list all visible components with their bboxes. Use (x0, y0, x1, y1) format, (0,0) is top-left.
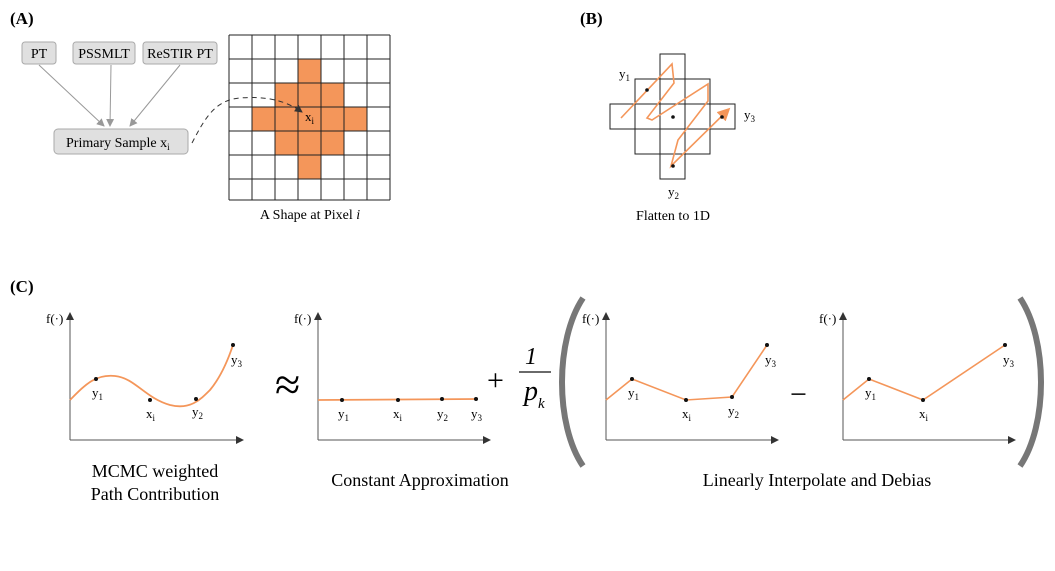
svg-text:y1: y1 (865, 385, 876, 402)
f-label-4: f(·) (819, 311, 836, 326)
minus-symbol: − (790, 378, 807, 411)
source-label-restir: ReSTIR PT (147, 47, 213, 62)
plot-interp-partial: f(·) y1 xi y3 (819, 311, 1016, 444)
panel-a-label: (A) (10, 9, 34, 28)
svg-text:y3: y3 (1003, 352, 1015, 369)
flatten-path (620, 62, 731, 169)
svg-text:y3: y3 (471, 406, 483, 423)
svg-text:xi: xi (919, 406, 929, 423)
source-label-pssmlt: PSSMLT (78, 47, 130, 62)
curve-mcmc (69, 344, 234, 408)
svg-text:y1: y1 (338, 406, 349, 423)
source-box-pssmlt: PSSMLT (72, 41, 136, 65)
source-box-restir: ReSTIR PT (142, 41, 218, 65)
caption-constant: Constant Approximation (331, 470, 509, 490)
svg-text:y1: y1 (628, 385, 639, 402)
left-paren (559, 296, 586, 468)
panel-b-label: (B) (580, 9, 603, 28)
svg-text:y2: y2 (437, 406, 448, 423)
flatten-label-y1: y1 (619, 66, 630, 83)
approx-symbol: ≈ (275, 359, 300, 410)
f-label-2: f(·) (294, 311, 311, 326)
plot-interp-full: f(·) y1 xi y2 y3 (582, 311, 779, 444)
flatten-grid (609, 53, 736, 180)
curve-interp-partial (842, 344, 1006, 401)
plot-mcmc: f(·) y1 xi y2 y3 (46, 311, 244, 444)
svg-text:xi: xi (682, 406, 692, 423)
arrow-pssmlt (106, 64, 115, 127)
f-label-3: f(·) (582, 311, 599, 326)
flatten-label-y3: y3 (744, 107, 756, 124)
plot-constant: f(·) y1 xi y2 y3 (294, 311, 491, 444)
flatten-dot-x (671, 115, 675, 119)
panel-b-caption: Flatten to 1D (636, 209, 710, 224)
svg-text:y3: y3 (231, 352, 243, 369)
caption-mcmc-1: MCMC weighted (92, 461, 219, 481)
flatten-dot-y2 (671, 164, 675, 168)
flatten-dot-y1 (645, 88, 649, 92)
shape-cells (252, 59, 367, 179)
svg-text:y3: y3 (765, 352, 777, 369)
arrow-pt (38, 64, 105, 127)
svg-text:xi: xi (393, 406, 403, 423)
panel-c-label: (C) (10, 277, 34, 296)
svg-text:y2: y2 (728, 403, 739, 420)
caption-mcmc-2: Path Contribution (91, 484, 220, 504)
svg-text:y1: y1 (92, 385, 103, 402)
source-label-pt: PT (31, 47, 48, 62)
dashed-arrow-to-pixel (191, 97, 303, 144)
fraction-numerator: 1 (525, 344, 537, 370)
flatten-dot-y3 (720, 115, 724, 119)
svg-text:y2: y2 (192, 404, 203, 421)
primary-sample-box: Primary Sample xi (53, 128, 189, 155)
fraction-denominator: pk (522, 376, 545, 412)
pixel-grid (228, 34, 391, 201)
caption-interp: Linearly Interpolate and Debias (703, 470, 931, 490)
f-label-1: f(·) (46, 311, 63, 326)
svg-text:xi: xi (146, 406, 156, 423)
right-paren (1017, 296, 1044, 468)
plus-symbol: + (487, 364, 504, 397)
source-box-pt: PT (21, 41, 57, 65)
point-label-xi: xi (305, 109, 315, 126)
panel-a-caption: A Shape at Pixel i (260, 208, 360, 223)
arrow-restir (129, 64, 181, 127)
flatten-label-y2: y2 (668, 184, 679, 201)
primary-sample-label: Primary Sample xi (66, 136, 170, 152)
